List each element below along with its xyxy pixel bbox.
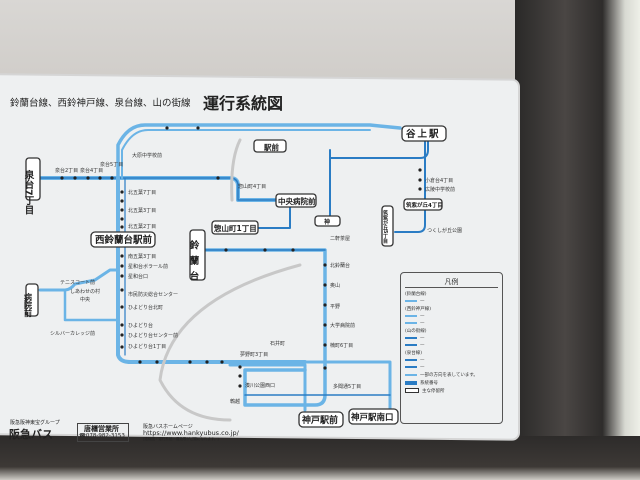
stop-label: 楠町6丁目: [330, 342, 353, 349]
stop-label: 泉台4丁目: [80, 167, 103, 174]
web-note: (路線図・運行系統・運賃等がご覧になれます。): [143, 437, 219, 441]
legend-note: 系統番号: [420, 381, 438, 386]
stop-label: 北五葉3丁目: [128, 207, 156, 214]
stop-label: 夢野町3丁目: [240, 351, 268, 358]
office-box: 唐櫃営業所 ☎078-982-3153: [77, 423, 129, 442]
legend-box: 凡例 (鈴蘭台線) — (西鈴神戸線) — — (山の街線) — — (泉台線)…: [400, 272, 503, 424]
web-label: 阪急バスホームページ: [143, 424, 193, 430]
route-line-nishisuzu-kobe: [116, 176, 307, 364]
station-soyamacho1: 惣山町1丁目: [211, 220, 259, 235]
svg-text:神戸駅南口: 神戸駅南口: [351, 412, 394, 423]
stop-label: 奥山: [330, 282, 340, 289]
stop-label: 星和台ボラール前: [128, 263, 168, 270]
stop-label: 平野: [330, 303, 340, 310]
legend-group: (山の街線): [405, 329, 427, 334]
stop-label: 大原中学校前: [132, 152, 162, 159]
stop-label: 惣山町4丁目: [238, 183, 266, 190]
window-frame: [515, 0, 640, 480]
stop-label: 南五葉3丁目: [128, 253, 156, 260]
office-phone: ☎078-982-3153: [79, 433, 125, 439]
svg-text:泉台7丁目: 泉台7丁目: [23, 169, 36, 215]
svg-text:筑紫が丘4丁目: 筑紫が丘4丁目: [406, 201, 443, 209]
stop-label: 広陵中学校前: [425, 186, 455, 193]
stop-label: 小倉台4丁目: [425, 177, 453, 184]
station-izumidai7: 泉台7丁目: [23, 157, 41, 215]
svg-text:中央病院前: 中央病院前: [278, 196, 316, 206]
stop-label: テニスコート前: [60, 279, 95, 286]
stop-label: 市民防災総合センター: [128, 291, 178, 298]
stop-label: 北五葉2丁目: [128, 223, 156, 230]
office-name: 唐櫃営業所: [84, 425, 119, 433]
station-shin: 神: [314, 215, 341, 227]
stop-label: ひよどり台: [128, 322, 153, 329]
svg-text:谷上駅: 谷上駅: [406, 128, 441, 140]
stop-label: 多聞通5丁目: [333, 383, 361, 390]
stop-labels: 大原中学校前 泉台2丁目 泉台4丁目 泉台5丁目 北五葉7丁目 北五葉3丁目 北…: [50, 152, 462, 405]
station-suzurandai: 鈴蘭台: [188, 229, 206, 287]
stop-label: 鵯越: [230, 398, 240, 405]
footer-brand-logo: 阪急バス: [9, 428, 53, 441]
stop-label: 中央: [80, 296, 90, 303]
station-chuo-byoin: 中央病院前: [275, 193, 317, 208]
station-kita-ekimae: 駅前: [253, 139, 287, 153]
stop-label: つくしが丘公園: [427, 227, 462, 234]
stop-label: 二軒茶屋: [330, 235, 350, 242]
stop-label: 湊川公園西口: [245, 382, 275, 389]
stop-label: 大学病院前: [330, 322, 355, 329]
svg-text:神戸駅前: 神戸駅前: [302, 414, 338, 426]
legend-note: 一部の方向を表しています。: [420, 373, 478, 378]
web-url[interactable]: https://www.hankyubus.co.jp/: [143, 429, 239, 437]
legend-note: 主な停留所: [422, 389, 445, 394]
stop-label: ひよどり台センター前: [128, 332, 178, 339]
svg-text:西鈴蘭台駅前: 西鈴蘭台駅前: [95, 234, 153, 246]
svg-text:神: 神: [324, 218, 330, 226]
station-byoinmae: 病院前: [24, 283, 39, 318]
legend-title: 凡例: [405, 277, 498, 288]
legend-group: (西鈴神戸線): [405, 307, 432, 312]
legend-group: (泉台線): [405, 351, 423, 356]
station-nishisuzurandai: 西鈴蘭台駅前: [90, 231, 156, 248]
stop-label: 石井町: [270, 340, 285, 347]
sign-title: 運行系統図: [203, 94, 284, 113]
sign-bottom-frame: [0, 436, 640, 480]
stop-label: 北鈴蘭台: [330, 262, 350, 269]
footer-group: 阪急阪神東宝グループ: [10, 420, 60, 426]
stop-label: ひよどり台1丁目: [128, 343, 166, 350]
stop-label: 星和台口: [128, 273, 148, 280]
stop-label: 泉台5丁目: [100, 161, 123, 168]
stop-label: 北五葉7丁目: [128, 189, 156, 196]
route-line-north: [116, 123, 402, 180]
route-line-suzurandai: [203, 248, 327, 407]
svg-text:病院前: 病院前: [24, 292, 33, 318]
stop-label: しあわせの村: [70, 288, 100, 295]
stop-markers: [60, 126, 422, 388]
station-tsukushigaoka4: 筑紫が丘4丁目: [403, 198, 443, 211]
sign-subtitle: 鈴蘭台線、西鈴神戸線、泉台線、山の街線: [10, 98, 191, 109]
svg-text:筑紫が丘5丁目: 筑紫が丘5丁目: [382, 209, 389, 244]
station-kobe-ekimae: 神戸駅前: [298, 411, 344, 428]
svg-text:惣山町1丁目: 惣山町1丁目: [214, 223, 257, 233]
stop-label: シルバーカレッジ前: [50, 330, 95, 337]
stop-label: 泉台2丁目: [55, 167, 78, 174]
svg-text:駅前: 駅前: [263, 142, 279, 152]
station-kobe-minamiguchi: 神戸駅南口: [348, 408, 399, 425]
svg-text:鈴蘭台: 鈴蘭台: [188, 239, 200, 286]
station-tanigami: 谷上駅: [401, 125, 447, 142]
station-tsukushigaoka5: 筑紫が丘5丁目: [381, 205, 394, 247]
legend-group: (鈴蘭台線): [405, 292, 427, 297]
stop-label: ひよどり台北町: [128, 304, 163, 311]
